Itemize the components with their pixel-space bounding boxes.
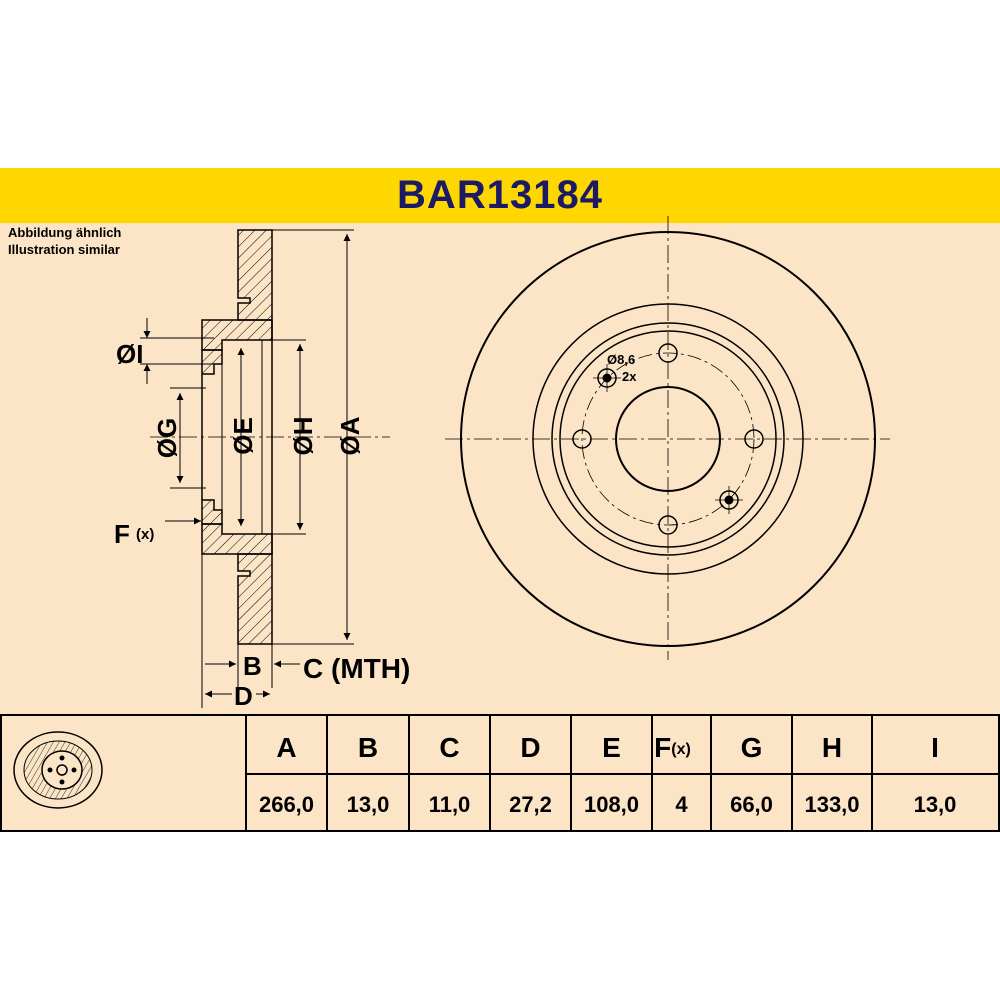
disc-thumbnail (13, 731, 103, 809)
label-I: ØI (116, 339, 143, 369)
note-english: Illustration similar (8, 242, 120, 257)
label-H: ØH (288, 417, 318, 456)
label-F-sub: (x) (136, 526, 154, 543)
disc-outer-edge (460, 231, 876, 647)
bolt-circle (581, 352, 755, 526)
bolt-hole (572, 429, 592, 449)
hole-annotation: Ø8,6 2x (607, 352, 637, 384)
table-value-F: 4 (675, 792, 688, 817)
table-header-I: I (931, 732, 939, 763)
table-value-I: 13,0 (914, 792, 957, 817)
lower-friction-ring (237, 553, 273, 645)
illustration-note: Abbildung ähnlich Illustration similar (8, 224, 121, 258)
front-view (445, 216, 890, 660)
title-bar: BAR13184 (0, 168, 1000, 223)
dimension-table: A B C D E F(x) G H I 266,0 13,0 11,0 27,2 108,0 4 66,0… (0, 714, 1000, 832)
label-E: ØE (228, 417, 258, 455)
drawing-sheet (0, 168, 1000, 832)
table-value-D: 27,2 (509, 792, 552, 817)
table-value-C: 11,0 (429, 792, 471, 817)
label-G: ØG (152, 418, 182, 458)
bolt-hole (744, 429, 764, 449)
dimension-labels: ØI ØG ØE ØH ØA F (x) B C (MTH) D (114, 339, 410, 711)
table-header-A: A (276, 732, 296, 763)
table-header-H: H (822, 732, 842, 763)
table-value-A: 266,0 (259, 792, 314, 817)
table-header-F: F(x) (654, 732, 691, 763)
hole-diameter-label: Ø8,6 (607, 352, 635, 367)
table-value-row: 266,0 13,0 11,0 27,2 108,0 4 66,0 133,0 13,0 (259, 792, 956, 817)
table-header-D: D (520, 732, 540, 763)
label-C: C (MTH) (303, 653, 410, 684)
hat-lower-bore (201, 499, 223, 525)
table-value-G: 66,0 (730, 792, 773, 817)
table-value-B: 13,0 (347, 792, 390, 817)
hole-count-label: 2x (622, 369, 637, 384)
table-header-B: B (358, 732, 378, 763)
label-F: F (114, 519, 130, 549)
note-german: Abbildung ähnlich (8, 225, 122, 240)
table-header-G: G (741, 732, 763, 763)
table-grid (245, 715, 998, 831)
hat-outer-edge (551, 322, 785, 556)
upper-friction-ring (237, 229, 273, 321)
table-value-H: 133,0 (804, 792, 859, 817)
table-header-C: C (439, 732, 459, 763)
part-number-title: BAR13184 (397, 173, 603, 217)
hat-upper-bore (201, 349, 223, 375)
technical-drawing: ØI ØG ØE ØH ØA F (x) B C (MTH) D Ø (114, 216, 890, 711)
table-header-E: E (602, 732, 621, 763)
label-D: D (234, 681, 253, 711)
label-A: ØA (335, 416, 365, 455)
bolt-hole (658, 343, 678, 363)
table-value-E: 108,0 (584, 792, 639, 817)
dimension-lines (140, 229, 354, 708)
table-header-row: A B C D E F(x) G H I (276, 732, 939, 763)
bolt-hole (658, 515, 678, 535)
label-B: B (243, 651, 262, 681)
